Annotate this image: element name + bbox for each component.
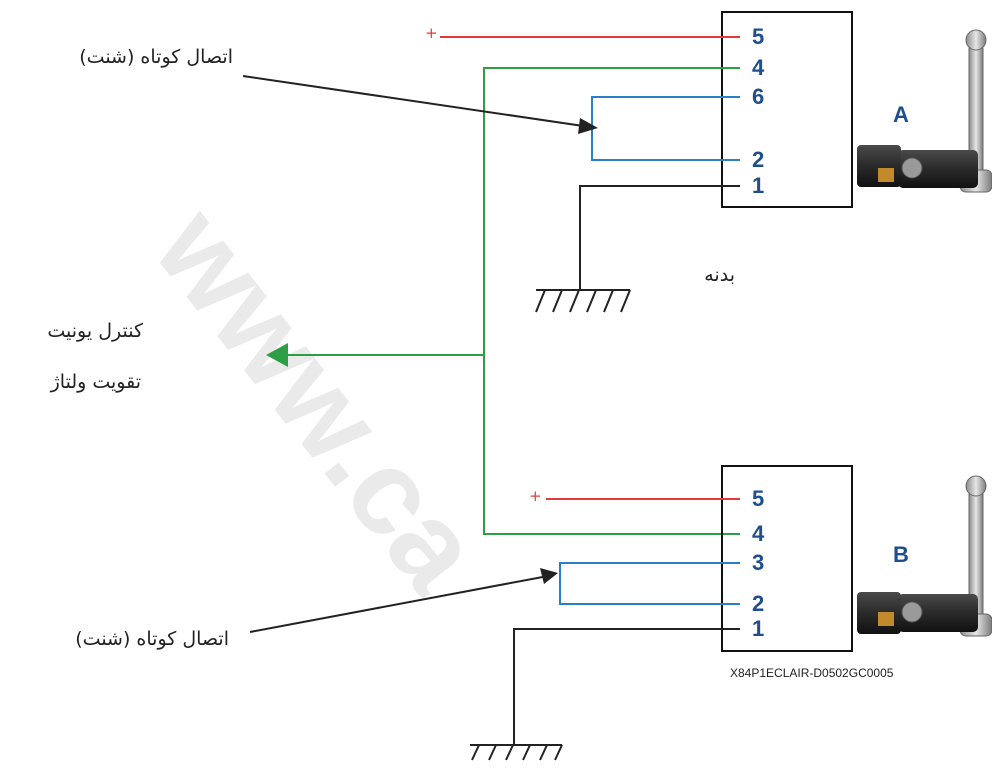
connector-b-pin-5: 5 [752, 486, 764, 511]
shunt-arrowhead-bottom [540, 568, 558, 584]
connector-a-box [721, 11, 853, 208]
shunt-label-bottom: اتصال کوتاه (شنت) [75, 628, 229, 650]
connector-a-pin-2: 2 [752, 147, 764, 172]
connector-b-box [721, 465, 853, 652]
height-sensor-b-image [857, 475, 992, 637]
shunt-wire-a [591, 96, 740, 161]
shunt-label-top: اتصال کوتاه (شنت) [79, 46, 233, 68]
control-unit-arrowhead [266, 343, 288, 367]
plus-sign-a: + [425, 24, 438, 42]
ground-symbol-b [470, 744, 563, 761]
shunt-arrow-bottom [249, 575, 549, 633]
body-ground-label: بدنه [704, 264, 735, 286]
control-unit-label-line1: کنترل یونیت [47, 320, 144, 342]
connector-a-pin-5: 5 [752, 24, 764, 49]
connector-b-pin-1: 1 [752, 616, 764, 641]
control-unit-label-line2: تقویت ولتاژ [50, 371, 141, 393]
signal-wire-a [483, 67, 740, 355]
connector-a-pin-4: 4 [752, 55, 765, 80]
connector-b-pin-2: 2 [752, 591, 764, 616]
connector-b-letter: B [893, 542, 909, 567]
figure-code: X84P1ECLAIR-D0502GC0005 [730, 666, 894, 680]
height-sensor-a-image [857, 29, 992, 193]
watermark: www.ca [129, 183, 508, 616]
connector-a-letter: A [893, 102, 909, 127]
connector-b-pin-3: 3 [752, 550, 764, 575]
shunt-arrowhead-top [578, 118, 598, 134]
shunt-wire-b [559, 562, 740, 605]
plus-sign-b: + [529, 487, 542, 505]
ground-symbol-a [535, 289, 631, 313]
connector-b-pin-4: 4 [752, 521, 765, 546]
ground-wire-b [513, 628, 740, 745]
shunt-arrow-top [242, 75, 591, 128]
connector-a-pin-1: 1 [752, 173, 764, 198]
ground-wire-a [579, 185, 740, 290]
signal-wire-b [483, 355, 740, 535]
connector-a-pin-6: 6 [752, 84, 764, 109]
